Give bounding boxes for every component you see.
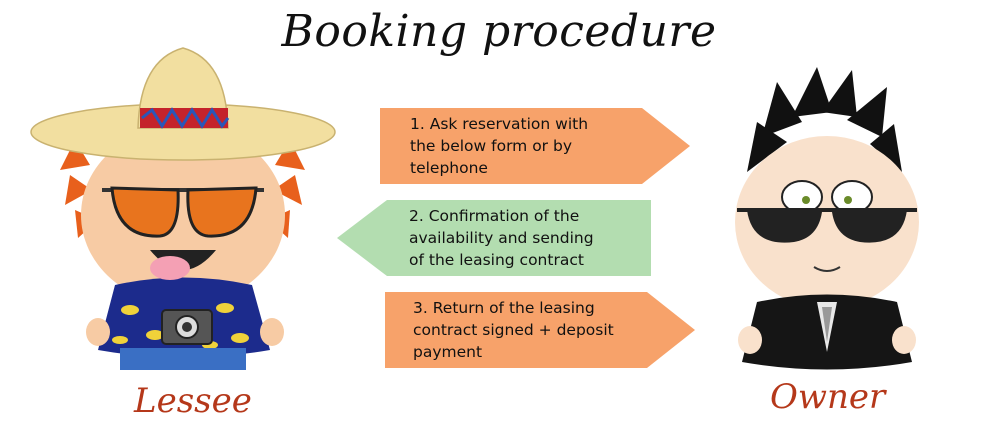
owner-label: Owner	[770, 377, 886, 417]
step-3-line-1: 3. Return of the leasing	[413, 299, 595, 317]
lessee-avatar-icon	[20, 40, 350, 380]
step-1-arrow: 1. Ask reservation with the below form o…	[380, 108, 692, 184]
arrow-right-icon	[380, 108, 690, 184]
step-1-line-3: telephone	[410, 159, 488, 177]
arrow-left-icon	[337, 200, 651, 276]
step-1-line-2: the below form or by	[410, 137, 572, 155]
sunglasses-icon	[737, 208, 917, 243]
step-3-line-3: payment	[413, 343, 483, 361]
step-2-line-3: of the leasing contract	[409, 251, 584, 269]
step-2-line-2: availability and sending	[409, 229, 594, 247]
step-2-text: 2. Confirmation of the availability and …	[409, 205, 594, 271]
camera-icon	[161, 309, 213, 345]
lessee-label: Lessee	[134, 381, 252, 421]
sunglasses-icon	[102, 186, 264, 238]
arrow-right-icon	[385, 292, 695, 368]
step-3-arrow: 3. Return of the leasing contract signed…	[385, 292, 697, 368]
sombrero-hat-icon	[30, 47, 336, 161]
owner-avatar-icon	[722, 62, 932, 382]
step-3-text: 3. Return of the leasing contract signed…	[413, 297, 614, 363]
step-3-line-2: contract signed + deposit	[413, 321, 614, 339]
step-1-line-1: 1. Ask reservation with	[410, 115, 589, 133]
step-1-text: 1. Ask reservation with the below form o…	[410, 113, 588, 179]
step-2-arrow: 2. Confirmation of the availability and …	[337, 200, 651, 276]
page-title: Booking procedure	[281, 6, 717, 57]
step-2-line-1: 2. Confirmation of the	[409, 207, 580, 225]
